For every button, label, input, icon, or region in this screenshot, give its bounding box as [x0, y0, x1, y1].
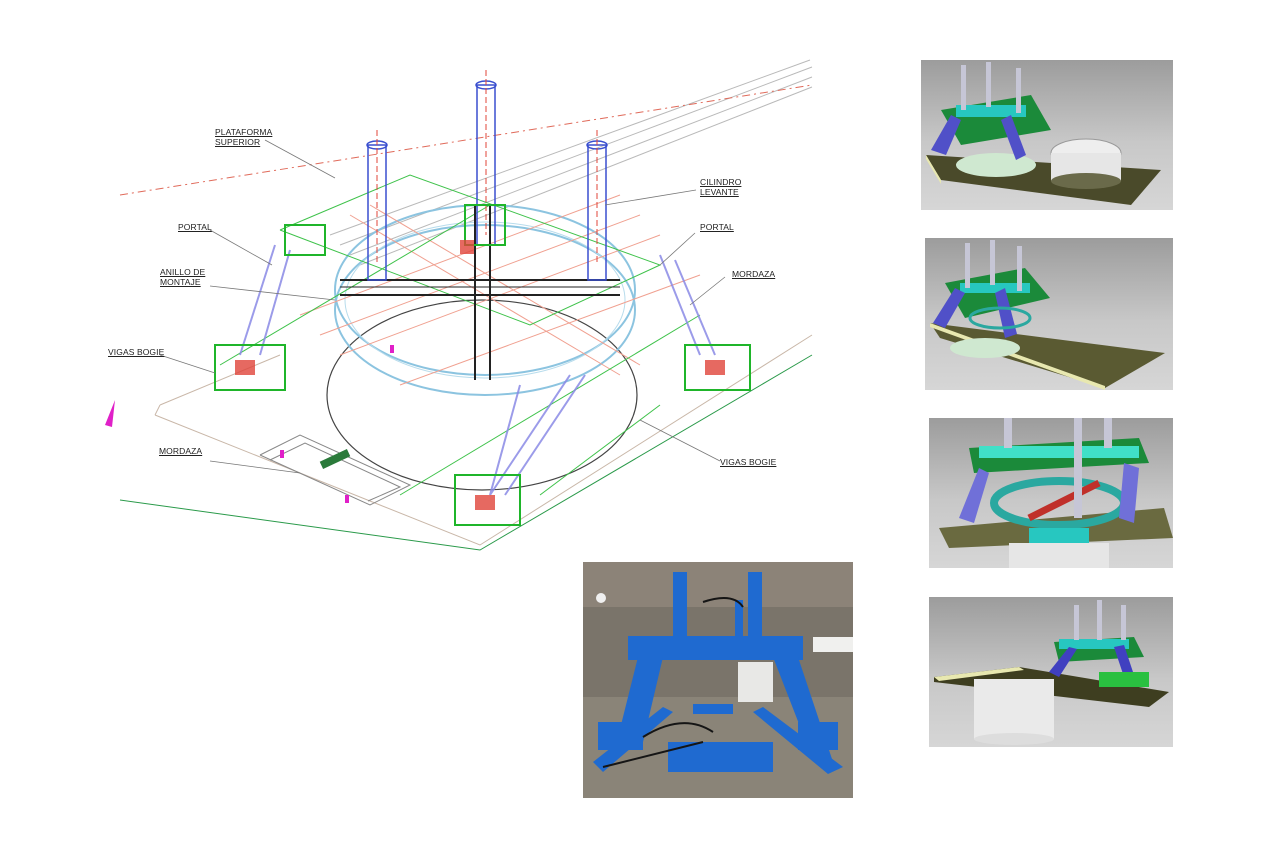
render-3 [929, 418, 1173, 568]
label-vigas-bogie-right: VIGAS BOGIE [720, 457, 777, 467]
workshop-photo-illustration [583, 562, 853, 798]
render-3-illustration [939, 418, 1173, 568]
cad-linework [105, 59, 813, 551]
cad-isometric-drawing: PLATAFORMA SUPERIOR CILINDRO LEVANTE POR… [100, 55, 815, 565]
workshop-photo [583, 562, 853, 798]
label-line: CILINDRO [700, 177, 742, 187]
render-4-illustration [934, 600, 1169, 745]
render-2-illustration [930, 240, 1165, 390]
label-anillo-de-montaje: ANILLO DE MONTAJE [160, 267, 205, 287]
label-line: PLATAFORMA [215, 127, 273, 137]
label-vigas-bogie-left: VIGAS BOGIE [108, 347, 165, 357]
render-4 [929, 597, 1173, 747]
label-cilindro-levante: CILINDRO LEVANTE [700, 177, 741, 197]
label-portal-right: PORTAL [700, 222, 734, 232]
label-line: LEVANTE [700, 187, 739, 197]
render-1 [921, 60, 1173, 210]
render-1-illustration [926, 62, 1161, 205]
label-line: ANILLO DE [160, 267, 206, 277]
render-2 [925, 238, 1173, 390]
label-line: SUPERIOR [215, 137, 261, 147]
label-portal-left: PORTAL [178, 222, 212, 232]
label-line: MONTAJE [160, 277, 201, 287]
label-mordaza-bottom: MORDAZA [159, 446, 203, 456]
label-mordaza-right: MORDAZA [732, 269, 776, 279]
label-plataforma-superior: PLATAFORMA SUPERIOR [215, 127, 272, 147]
